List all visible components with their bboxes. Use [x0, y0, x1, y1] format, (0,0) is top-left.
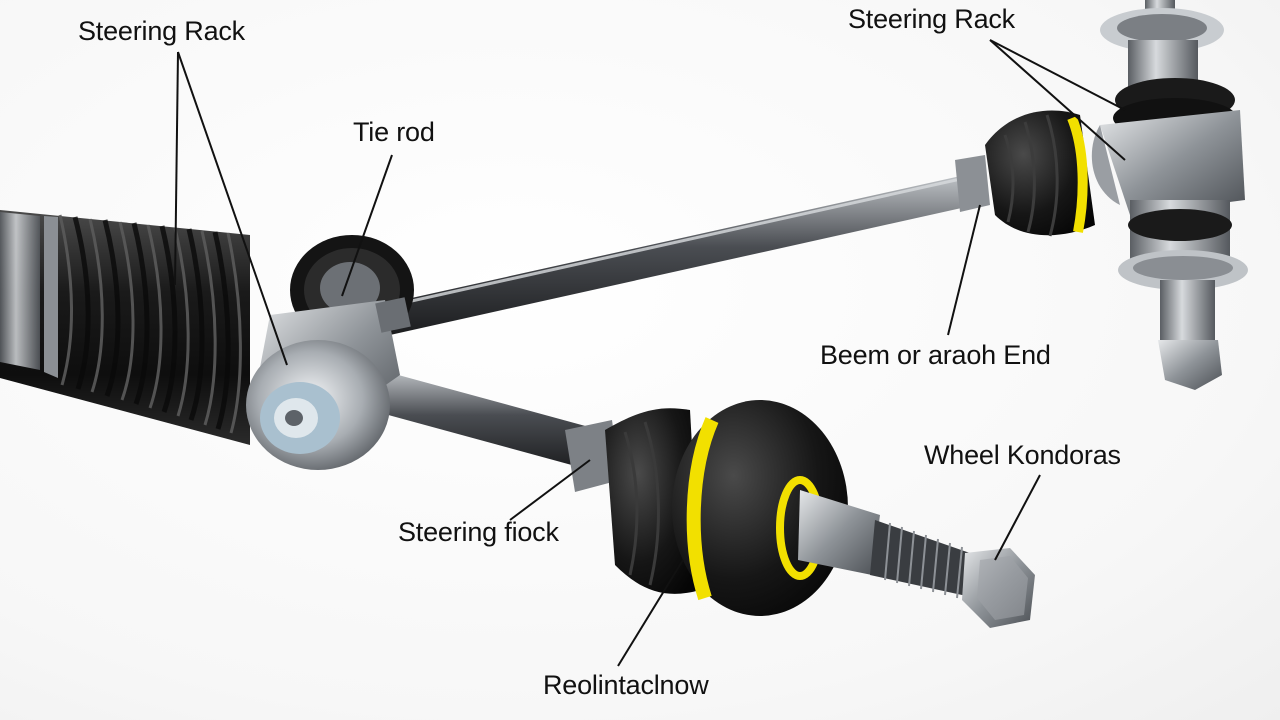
- left-rack-boot: [0, 210, 250, 445]
- upper-tie-rod: [379, 175, 975, 335]
- leader-steering-rack-left-1: [174, 51, 179, 286]
- front-stud: [798, 490, 1035, 628]
- leader-lines: [174, 39, 1126, 667]
- label-reolint: Reolintaclnow: [543, 670, 709, 700]
- leader-steering-rack-left-2: [177, 51, 288, 366]
- label-wheel: Wheel Kondoras: [924, 440, 1121, 470]
- lower-tie-rod: [370, 370, 600, 470]
- leader-tie-rod: [341, 154, 393, 297]
- leader-beem-end: [947, 204, 981, 336]
- label-steering-fiock: Steering fiock: [398, 517, 559, 547]
- leader-steering-fiock: [509, 459, 591, 521]
- label-tie-rod: Tie rod: [353, 117, 435, 147]
- label-steering-rack-right: Steering Rack: [848, 4, 1015, 34]
- leader-steering-rack-right-2: [989, 39, 1126, 161]
- leader-wheel: [994, 474, 1041, 561]
- label-steering-rack-left: Steering Rack: [78, 16, 245, 46]
- label-beem-end: Beem or araoh End: [820, 340, 1051, 370]
- leader-steering-rack-right-1: [989, 39, 1126, 111]
- leader-reolint: [617, 559, 684, 667]
- inner-ball-joint: [246, 297, 411, 470]
- tie-rod-end: [1091, 0, 1248, 390]
- front-boot: [565, 400, 848, 616]
- rear-boot: [955, 110, 1095, 237]
